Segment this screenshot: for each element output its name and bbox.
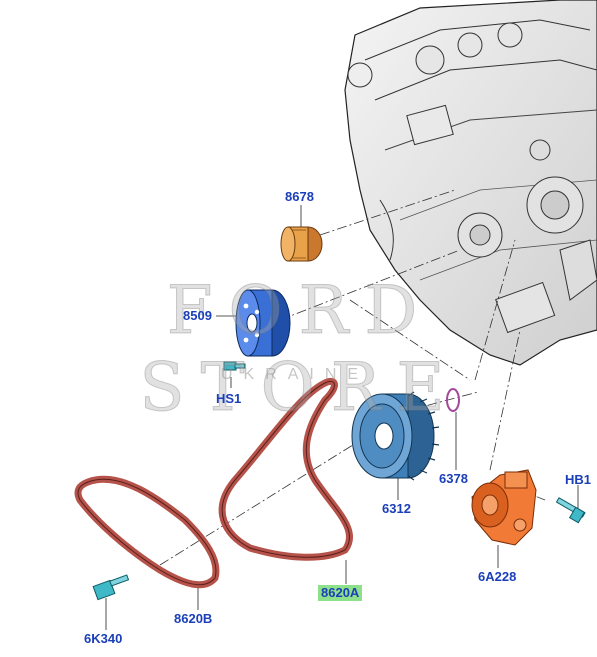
- label-6k340[interactable]: 6K340: [84, 631, 123, 646]
- label-8678[interactable]: 8678: [285, 189, 314, 204]
- label-hb1[interactable]: HB1: [565, 472, 592, 487]
- bolt-6k340[interactable]: [92, 574, 130, 601]
- damper-6312[interactable]: [351, 391, 440, 481]
- label-8620b[interactable]: 8620B: [174, 611, 213, 626]
- belt-8620a[interactable]: [218, 377, 354, 561]
- belt-8620b[interactable]: [74, 475, 220, 589]
- label-6312[interactable]: 6312: [382, 501, 411, 516]
- label-8509[interactable]: 8509: [183, 308, 212, 323]
- tensioner-6a228[interactable]: [471, 469, 537, 546]
- idler-pulley-8678[interactable]: [280, 226, 323, 262]
- engine-block: [344, 0, 597, 366]
- label-hs1[interactable]: HS1: [216, 391, 242, 406]
- bolt-hb1[interactable]: [555, 497, 586, 524]
- pulley-8509[interactable]: [235, 289, 291, 357]
- label-6a228[interactable]: 6A228: [478, 569, 517, 584]
- label-8620a[interactable]: 8620A: [318, 585, 363, 601]
- bolt-hs1[interactable]: [223, 361, 246, 371]
- label-6378[interactable]: 6378: [439, 471, 468, 486]
- ring-6378[interactable]: [446, 388, 460, 412]
